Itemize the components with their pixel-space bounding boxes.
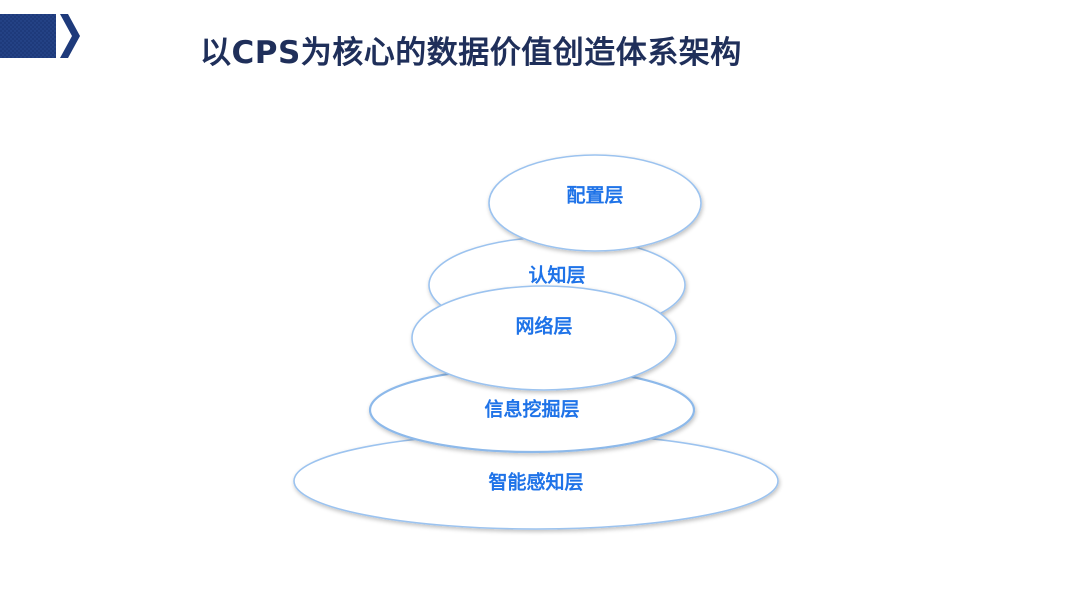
ellipse-config — [488, 154, 702, 252]
layer-network — [411, 285, 677, 391]
chevron-right-icon — [60, 14, 80, 58]
label-network: 网络层 — [515, 315, 572, 338]
slide-title: 以CPS为核心的数据价值创造体系架构 — [200, 35, 742, 71]
label-info-mining: 信息挖掘层 — [484, 398, 579, 421]
label-smart-sensing: 智能感知层 — [488, 471, 583, 494]
label-cognition: 认知层 — [528, 264, 585, 287]
ellipse-network — [411, 285, 677, 391]
header-block — [0, 14, 56, 58]
layer-stack: 配置层 认知层 网络层 信息挖掘层 智能感知层 — [293, 154, 779, 530]
layer-config — [488, 154, 702, 252]
label-config: 配置层 — [566, 185, 623, 207]
header-decoration — [0, 14, 80, 58]
